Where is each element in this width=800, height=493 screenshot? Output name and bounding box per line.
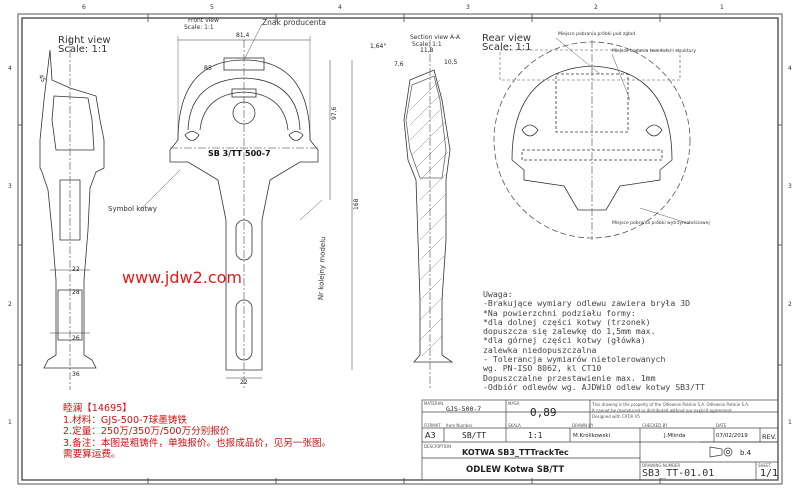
- grid-col-label: 4: [338, 4, 342, 11]
- grid-col-label: 2: [594, 4, 598, 11]
- info-line: 2.定量：250万/350万/500万分别报价: [63, 426, 230, 437]
- note-line: dopuszcza się zalewkę do 1,5mm max.: [483, 326, 656, 337]
- section-view-title: Section view A-A: [410, 34, 461, 41]
- title-line-1: KOTWA SB3_TTTrackTec: [462, 448, 569, 457]
- rear-view-scale: Scale: 1:1: [482, 42, 532, 53]
- leader-lines: [139, 23, 691, 225]
- dim-section-a: 11,8: [420, 47, 434, 54]
- legal-line-2: It cannot be reproduced or distributed w…: [592, 408, 733, 413]
- dim-bottom-width: 22: [240, 379, 248, 386]
- format-caption: FORMAT: [424, 423, 441, 428]
- grid-row-label: 3: [8, 183, 12, 190]
- note-line: - Tolerancja wymiarów nietolerowanych: [483, 354, 666, 365]
- grid-col-label: 5: [210, 4, 214, 11]
- note-line: *dla dolnej części kotwy (trzonek): [483, 316, 651, 327]
- mass-value: 0,89: [530, 406, 557, 419]
- right-view-title: Right view: [58, 35, 111, 46]
- sheet-value: 1/1: [760, 468, 779, 479]
- dim-total-height: 168: [353, 198, 360, 210]
- note-line: -Odbiór odlewów wg. AJDWiO odlew kotwy S…: [483, 381, 705, 392]
- info-line: 3.备注：本图是粗铸件，单独报价。也报成品价，见另一张图。: [63, 437, 332, 449]
- info-line: 需要算运费。: [63, 449, 121, 460]
- info-line: 1.材料：GJS-500-7球墨铸铁: [63, 414, 188, 426]
- grid-col-label: 6: [82, 4, 86, 11]
- checked-by-value: J.Mlinda: [664, 433, 686, 439]
- item-caption: Item Number: [446, 423, 473, 428]
- checked-caption: CHECKED BY: [642, 423, 668, 428]
- dim-section-angle: 1,64°: [370, 43, 387, 50]
- material-value: GJS-500-7: [446, 405, 482, 413]
- outer-frame: [17, 13, 783, 485]
- sheet-size-code: b.4: [740, 449, 752, 457]
- producer-mark-label: Znak producenta: [262, 18, 327, 27]
- title-block-grid: [421, 399, 779, 481]
- format-value: A3: [425, 431, 436, 440]
- description-caption: DESCRIPTION: [424, 444, 452, 449]
- drawing-number-value: SB3_TT-01.01: [642, 468, 715, 479]
- hardness-location-label: Miejsce badania twardości i struktury: [612, 49, 696, 54]
- front-view-outline: [169, 36, 353, 390]
- note-line: wg. PN-ISO 8062, kl CT10: [483, 363, 602, 374]
- section-view-scale: Scale: 1:1: [412, 41, 442, 48]
- grid-row-label: 2: [788, 301, 792, 308]
- dim-side-width-a: 22: [72, 266, 80, 273]
- scale-value: 1:1: [528, 431, 543, 440]
- drawn-by-value: M.Królikowski: [573, 433, 611, 439]
- drawing-notes: Uwaga: -Brakujące wymiary odlewu zawiera…: [483, 289, 783, 392]
- scale-caption: SKALA: [508, 423, 521, 428]
- grid-col-label: 1: [720, 4, 724, 11]
- grid-row-label: 3: [788, 183, 792, 190]
- strength-sample-label: Miejsce pobrania próbki wytrzymałościowe…: [612, 221, 710, 226]
- grid-row-label: 4: [8, 65, 12, 72]
- dim-radius: R5: [204, 65, 212, 72]
- sheet-caption: SHEET: [758, 463, 772, 468]
- grid-row-label: 4: [788, 65, 792, 72]
- sample-location-label: Miejsce pobrania próbki pod zgład.: [558, 32, 637, 37]
- note-line: -Brakujące wymiary odlewu zawiera bryła …: [483, 298, 691, 309]
- note-line: zalewka niedopuszczalna: [483, 344, 597, 355]
- right-view-outline: [39, 36, 105, 390]
- drawing-number-caption: DRAWING NUMBER: [642, 463, 681, 468]
- quote-info: 睦澜【14695】 1.材料：GJS-500-7球墨铸铁 2.定量：250万/3…: [63, 403, 331, 461]
- watermark-url: www.jdw2.com: [122, 268, 242, 287]
- front-view-title: Front view: [188, 17, 219, 24]
- note-line: *Na powierzchni podziału formy:: [483, 307, 636, 318]
- note-line: *dla górnej części kotwy (główka): [483, 335, 646, 346]
- date-caption: DATE: [716, 423, 727, 428]
- dim-section-c: 7,6: [394, 61, 404, 68]
- dim-side-width-b: 26: [72, 335, 80, 342]
- info-line: 睦澜【14695】: [63, 403, 132, 414]
- grid-row-label: 1: [788, 419, 792, 426]
- rear-view-title: Rear view: [482, 33, 532, 44]
- rev-caption: REV.: [762, 433, 777, 441]
- right-view-scale: Scale: 1:1: [58, 44, 108, 55]
- rear-view-outline: [493, 40, 691, 240]
- anchor-symbol-label: Symbol kotwy: [108, 205, 157, 213]
- grid-row-label: 1: [8, 419, 12, 426]
- drawn-caption: DRAWN BY: [572, 423, 594, 428]
- dim-side-base: 36: [72, 371, 80, 378]
- projection-symbol: [709, 446, 733, 458]
- legal-line-1: This drawing is the property of the Odle…: [592, 402, 750, 407]
- note-line: Dopuszczalne przestawienie max. 1mm: [483, 372, 656, 383]
- dim-top-width: 81,4: [236, 32, 250, 39]
- part-marking: SB 3/TT 500-7: [208, 149, 271, 158]
- dim-section-b: 10,5: [444, 59, 458, 66]
- mass-caption: MASA: [508, 401, 520, 406]
- note-line: Uwaga:: [483, 289, 513, 299]
- dim-mid-height: 97,6: [331, 106, 338, 120]
- legal-line-3: Designed with CATIA V5: [592, 414, 640, 419]
- material-caption: MATERIAŁ: [424, 401, 444, 406]
- item-value: SB/TT: [462, 431, 487, 440]
- date-value: 07/02/2019: [716, 433, 748, 439]
- inner-frame: [21, 17, 779, 481]
- front-view-scale: Scale: 1:1: [184, 24, 214, 31]
- section-hatch: [409, 79, 449, 357]
- grid-row-label: 2: [8, 301, 12, 308]
- dim-side-width-c: 28: [72, 289, 80, 296]
- grid-col-label: 3: [466, 4, 470, 11]
- title-line-2: ODLEW Kotwa SB/TT: [466, 465, 565, 475]
